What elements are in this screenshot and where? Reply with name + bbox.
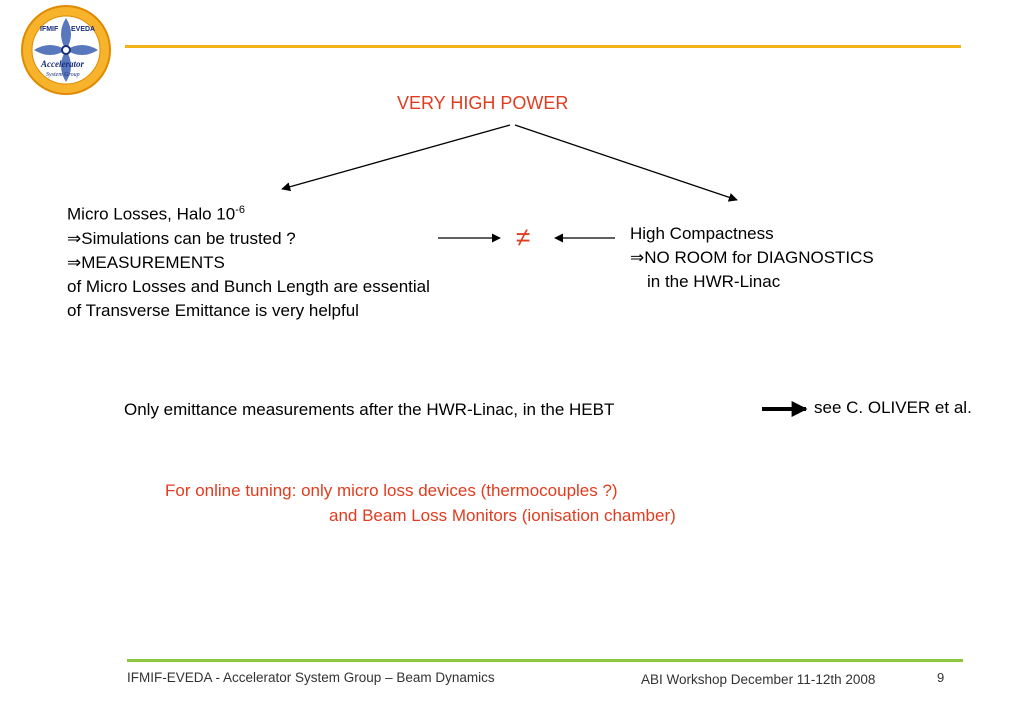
slide-title: VERY HIGH POWER — [397, 93, 569, 113]
footer-workshop: ABI Workshop December 11-12th 2008 — [641, 672, 876, 687]
arrow-left-branch — [281, 124, 511, 192]
no-room-line: ⇒NO ROOM for DIAGNOSTICS — [630, 248, 874, 267]
helpful-line: of Transverse Emittance is very helpful — [67, 300, 359, 320]
footer-group-name: IFMIF-EVEDA - Accelerator System Group –… — [127, 670, 495, 685]
right-column-text: High Compactness ⇒NO ROOM for DIAGNOSTIC… — [630, 222, 874, 294]
logo-graphic: IFMIF EVEDA Accelerator System Group — [21, 5, 111, 95]
micro-losses-line: Micro Losses, Halo 10-6 — [67, 204, 245, 224]
simulations-line: ⇒Simulations can be trusted ? — [67, 228, 296, 248]
measurements-line: ⇒MEASUREMENTS — [67, 252, 225, 272]
svg-text:Accelerator: Accelerator — [40, 59, 84, 69]
essential-line: of Micro Losses and Bunch Length are ess… — [67, 276, 430, 296]
svg-text:EVEDA: EVEDA — [71, 26, 95, 33]
see-reference: see C. OLIVER et al. — [814, 398, 972, 417]
footer-rule — [127, 659, 963, 662]
page-number: 9 — [937, 670, 945, 685]
online-line-2: and Beam Loss Monitors (ionisation chamb… — [329, 506, 676, 525]
hwr-linac-line: in the HWR-Linac — [647, 272, 781, 291]
online-tuning-text: For online tuning: only micro loss devic… — [165, 478, 676, 528]
not-equal-symbol: ≠ — [516, 222, 531, 252]
arrow-right-branch — [514, 124, 738, 202]
online-line-1: For online tuning: only micro loss devic… — [165, 481, 618, 500]
emittance-statement: Only emittance measurements after the HW… — [124, 400, 615, 419]
svg-text:IFMIF: IFMIF — [40, 26, 59, 33]
header-rule — [125, 45, 961, 48]
halo-exponent: -6 — [235, 204, 245, 216]
ifmif-eveda-logo: IFMIF EVEDA Accelerator System Group — [20, 4, 112, 96]
left-column-text: Micro Losses, Halo 10-6 ⇒Simulations can… — [67, 198, 430, 323]
svg-text:System Group: System Group — [46, 72, 80, 78]
compactness-line: High Compactness — [630, 224, 774, 243]
